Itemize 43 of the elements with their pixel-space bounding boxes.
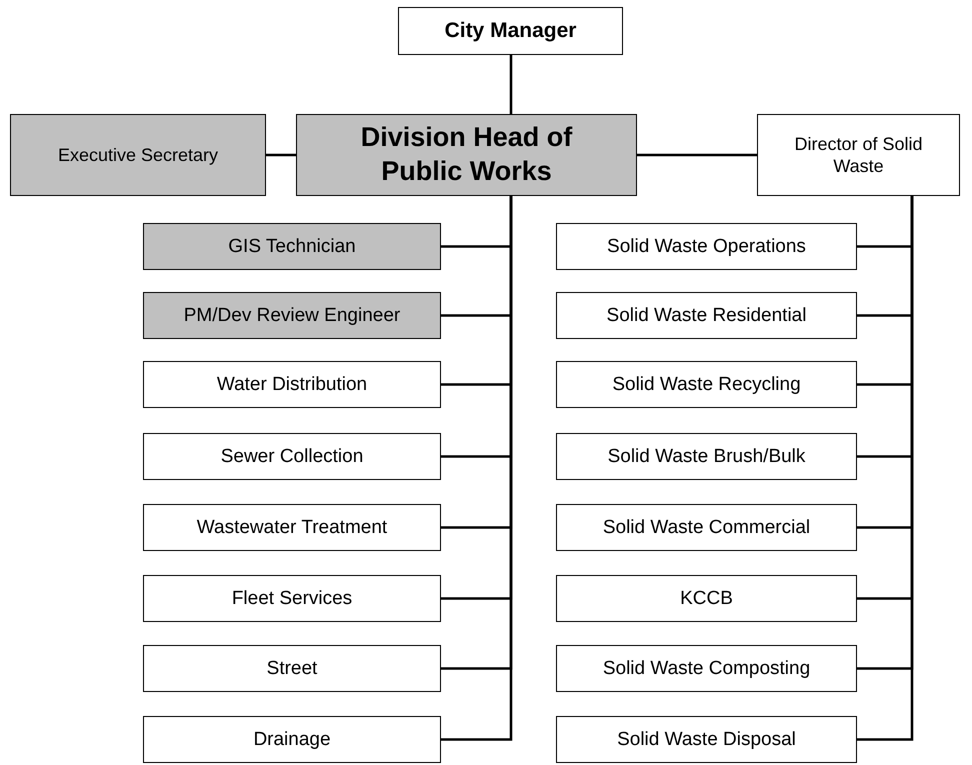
org-box — [556, 575, 857, 622]
box-label: Solid Waste Composting — [602, 656, 810, 680]
org-box — [10, 114, 266, 196]
box-label: Division Head of Public Works — [360, 121, 574, 188]
connector-line — [266, 154, 296, 156]
box-label: Solid Waste Disposal — [617, 728, 796, 752]
org-box — [556, 645, 857, 692]
box-label: Street — [266, 656, 318, 680]
box-label: PM/Dev Review Engineer — [184, 304, 400, 328]
box-label: Fleet Services — [232, 586, 352, 610]
connector-line — [637, 154, 757, 156]
org-box — [143, 645, 441, 692]
org-box — [143, 292, 441, 339]
org-box — [143, 575, 441, 622]
org-box — [556, 716, 857, 763]
org-box — [556, 292, 857, 339]
org-box — [143, 433, 441, 480]
org-box — [556, 223, 857, 270]
box-label: Solid Waste Operations — [607, 234, 806, 258]
box-label: Drainage — [253, 728, 331, 752]
org-box — [757, 114, 960, 196]
org-box — [398, 7, 623, 55]
org-box — [556, 504, 857, 551]
box-label: KCCB — [680, 586, 733, 610]
org-box — [143, 361, 441, 408]
box-label: GIS Technician — [228, 234, 356, 258]
org-box — [556, 433, 857, 480]
box-label: Sewer Collection — [220, 444, 364, 468]
connector-line — [510, 55, 512, 114]
org-box — [143, 223, 441, 270]
org-box — [556, 361, 857, 408]
org-box — [143, 716, 441, 763]
box-label: Solid Waste Brush/Bulk — [608, 444, 806, 468]
box-label: Wastewater Treatment — [196, 516, 388, 540]
box-label: Director of Solid Waste — [793, 132, 924, 178]
box-label: Solid Waste Commercial — [602, 516, 810, 540]
org-box — [143, 504, 441, 551]
org-box — [296, 114, 637, 196]
box-label: City Manager — [444, 18, 576, 44]
box-label: Solid Waste Residential — [606, 304, 806, 328]
box-label: Executive Secretary — [58, 144, 218, 166]
box-label: Water Distribution — [216, 372, 368, 396]
box-label: Solid Waste Recycling — [612, 372, 801, 396]
